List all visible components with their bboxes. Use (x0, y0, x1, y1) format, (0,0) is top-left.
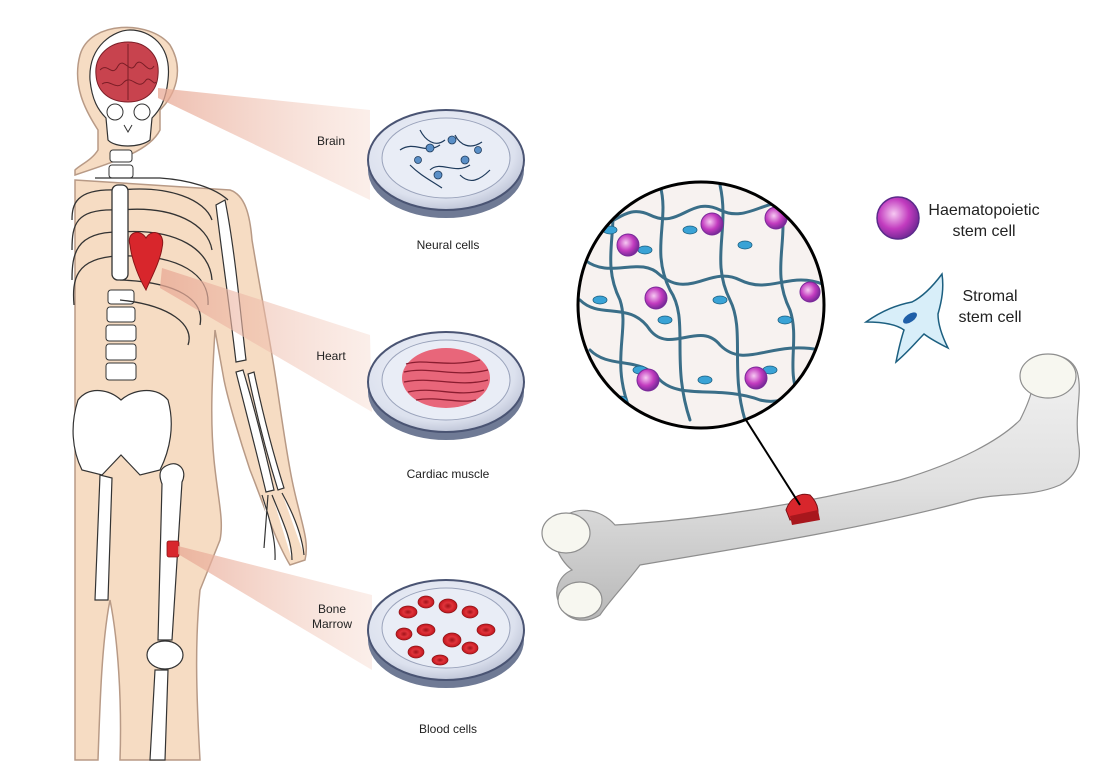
legend-stromal-stem-cell: Stromal stem cell (958, 288, 1022, 326)
culture-label-cardiac-muscle: Cardiac muscle (406, 467, 490, 481)
brain-beam (158, 88, 370, 200)
marrow-zoom-view (576, 180, 826, 430)
connector-beams (158, 88, 372, 670)
culture-label-neural-cells: Neural cells (416, 238, 480, 252)
haematopoietic-stem-cell-icon (876, 196, 920, 240)
zoom-pointer-line (745, 419, 801, 506)
ribcage (71, 177, 229, 346)
human-figure (71, 26, 308, 761)
femur-condyle-upper (541, 512, 591, 554)
culture-label-blood-cells: Blood cells (418, 722, 478, 736)
brain (95, 41, 159, 103)
bone-marrow-marker (166, 540, 180, 558)
dish-cardiac (367, 331, 525, 440)
marrow-beam (178, 546, 372, 670)
dish-neural (367, 109, 525, 218)
femur-condyle-lower (557, 581, 603, 619)
neural-cells (399, 129, 491, 189)
heart-beam (160, 268, 372, 412)
organ-label-heart: Heart (316, 349, 346, 363)
organ-label-brain: Brain (316, 134, 345, 148)
red-blood-cells (395, 595, 496, 666)
pelvis (72, 390, 172, 476)
organ-label-bone-marrow: Bone Marrow (311, 602, 352, 631)
stromal-network (578, 183, 824, 422)
femur-bone (541, 353, 1081, 621)
legend-haematopoietic-stem-cell: Haematopoietic stem cell (928, 202, 1040, 240)
dish-blood (367, 579, 525, 688)
femur-head (1019, 353, 1077, 399)
spine (105, 149, 137, 381)
heart (128, 231, 164, 292)
body-silhouette (74, 26, 308, 761)
cardiac-tissue (402, 348, 490, 408)
